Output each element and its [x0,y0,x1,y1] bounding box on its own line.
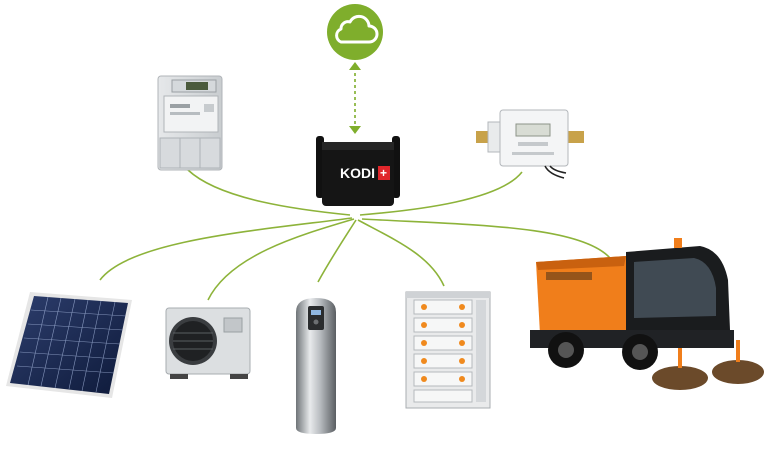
connector-sweeper [361,218,611,259]
hub-brand-plus: + [380,166,387,180]
heat-pump-icon [165,307,251,379]
water-heater-icon [296,298,336,434]
connector-battery [357,219,445,287]
cloud-icon [327,4,383,60]
connector-solar-panel [99,217,353,281]
router-icon: KODI + [316,136,400,206]
solar-panel-icon [6,292,132,398]
connector-heat-meter [359,171,523,216]
electricity-meter-icon [157,75,223,171]
connector-heat-pump [207,218,355,301]
battery-rack-icon [405,291,491,409]
connector-lines [99,169,611,301]
connector-water-heater [317,219,357,283]
cloud-link [349,62,361,134]
connector-electricity-meter [187,169,351,216]
hub-brand-label: KODI [340,165,375,181]
street-sweeper-icon [530,238,764,390]
heat-meter-icon [476,109,584,179]
